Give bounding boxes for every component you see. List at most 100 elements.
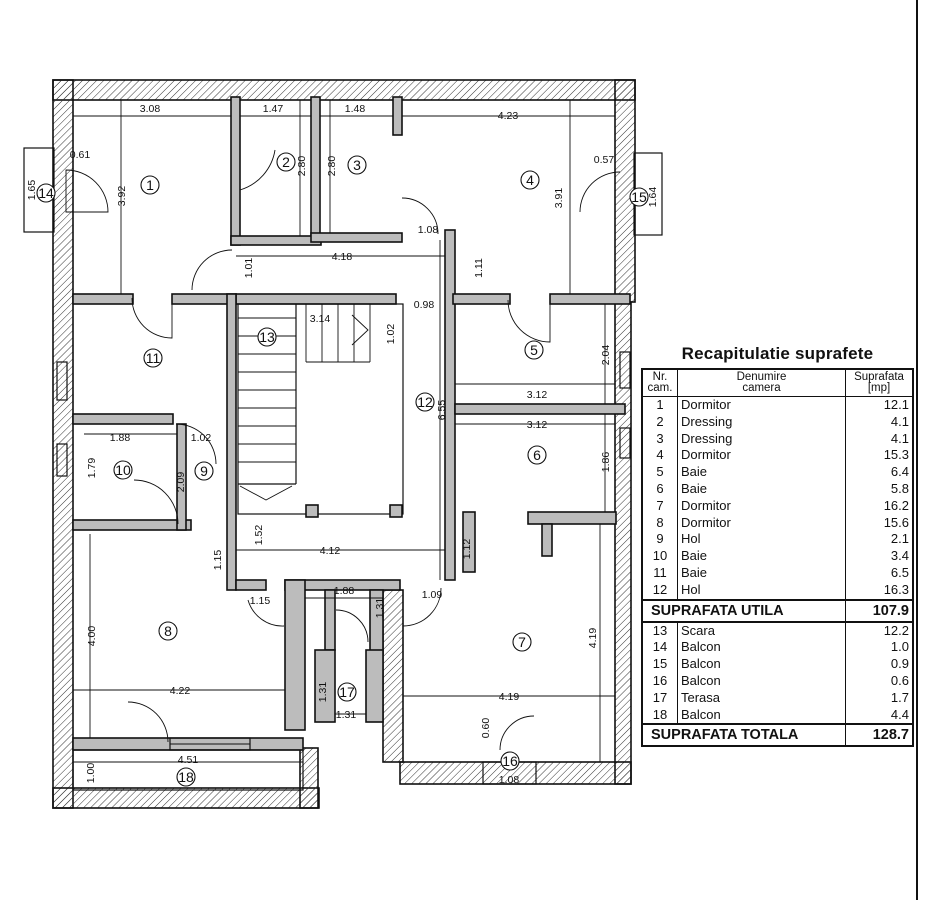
dimension-label: 1.08 (418, 224, 439, 236)
room-nr: 11 (653, 564, 667, 580)
room-label: 2 (282, 154, 290, 170)
dimension-label: 0.98 (414, 299, 435, 311)
room-name: Baie (677, 480, 846, 498)
dimension-label: 1.15 (212, 550, 224, 571)
room-label: 18 (178, 769, 194, 785)
dimension-label: 3.12 (527, 419, 548, 431)
dimension-label: 1.00 (85, 763, 97, 784)
room-marker-5 (524, 340, 544, 360)
room-name: Dressing (677, 413, 846, 431)
dimension-label: 0.57 (594, 154, 615, 166)
room-name: Dressing (677, 430, 846, 448)
room-area: 15.6 (845, 514, 913, 532)
room-label: 9 (200, 463, 208, 479)
dimension-label: 4.51 (178, 754, 199, 766)
dimension-label: 4.22 (170, 685, 191, 697)
room-area: 6.5 (845, 564, 913, 582)
room-marker-10 (113, 460, 133, 480)
table-header-row: Nr. cam. Denumire camera Suprafata [mp] (642, 369, 913, 397)
summary-title: Recapitulatie suprafete (681, 344, 874, 363)
room-nr: 2 (656, 413, 664, 429)
room-area: 1.7 (845, 689, 913, 707)
room-marker-14 (36, 183, 56, 203)
room-nr: 16 (652, 672, 668, 688)
header-area: Suprafata [mp] (845, 369, 913, 397)
dimension-label: 1.12 (461, 539, 473, 560)
dimension-label: 4.19 (587, 628, 599, 649)
room-label: 17 (339, 684, 355, 700)
room-marker-3 (347, 155, 367, 175)
room-marker-4 (520, 170, 540, 190)
room-area: 15.3 (845, 447, 913, 465)
room-label: 16 (502, 753, 518, 769)
room-name: Terasa (677, 689, 846, 707)
dimension-label: 1.11 (473, 258, 485, 278)
room-label: 7 (518, 634, 526, 650)
room-label: 5 (530, 342, 538, 358)
dimension-label: 3.08 (140, 103, 161, 115)
room-nr: 10 (652, 548, 668, 564)
room-nr: 1 (656, 397, 664, 412)
room-name: Balcon (677, 639, 846, 657)
total-label: SUPRAFATA TOTALA (642, 723, 846, 748)
room-nr: 12 (652, 581, 668, 597)
room-marker-12 (415, 392, 435, 412)
room-nr: 14 (652, 639, 668, 655)
room-marker-6 (527, 445, 547, 465)
room-area: 0.6 (845, 672, 913, 690)
dimension-label: 6.55 (436, 400, 448, 421)
room-area: 12.2 (845, 621, 913, 640)
dimension-labels: 3.08 1.47 1.48 4.23 0.61 1.65 3.92 2.80 … (26, 103, 659, 786)
room-area: 1.0 (845, 639, 913, 657)
room-label: 4 (526, 172, 534, 188)
dimension-label: 0.61 (70, 149, 91, 161)
room-area: 4.1 (845, 413, 913, 431)
dimension-label: 1.88 (110, 432, 131, 444)
room-label: 6 (533, 447, 541, 463)
dimension-label: 1.08 (499, 774, 520, 786)
header-nr: Nr. cam. (642, 369, 678, 397)
dimension-label: 2.80 (296, 156, 308, 177)
room-label: 10 (115, 462, 131, 478)
room-area: 16.2 (845, 497, 913, 515)
dimension-label: 1.48 (345, 103, 366, 115)
dimension-label: 1.47 (263, 103, 284, 115)
dimension-label: 3.14 (310, 313, 331, 325)
room-label: 15 (631, 189, 647, 205)
area-summary-panel: Recapitulatie suprafete Nr. cam. Denumir… (641, 344, 914, 748)
room-area: 2.1 (845, 531, 913, 549)
dimension-label: 4.00 (86, 626, 98, 647)
dimension-lines (73, 100, 615, 763)
room-name: Scara (677, 621, 846, 640)
room-marker-11 (143, 348, 163, 368)
room-area: 12.1 (845, 396, 913, 414)
room-nr: 13 (652, 622, 668, 638)
header-name: Denumire camera (677, 369, 846, 397)
room-nr: 15 (652, 656, 668, 672)
room-area: 0.9 (845, 656, 913, 673)
dimension-label: 1.31 (336, 709, 357, 721)
room-marker-17 (337, 682, 357, 702)
walls (52, 79, 636, 809)
dimension-label: 1.64 (647, 187, 659, 208)
stairs (237, 303, 404, 518)
total-value: 128.7 (845, 723, 913, 748)
room-nr: 17 (652, 689, 668, 705)
room-number-markers (36, 152, 649, 787)
room-name: Balcon (677, 672, 846, 690)
dimension-label: 1.15 (250, 595, 271, 607)
room-label: 11 (146, 350, 161, 366)
room-name: Baie (677, 564, 846, 582)
